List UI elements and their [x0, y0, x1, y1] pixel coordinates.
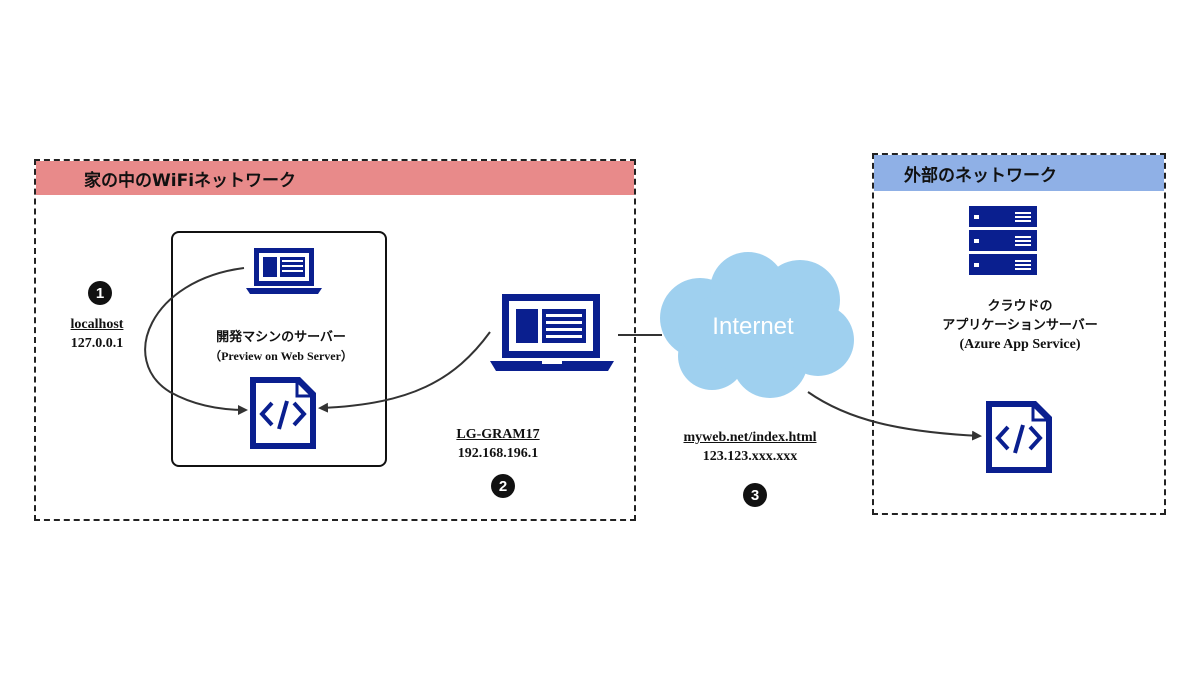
lan-pc-host: LG-GRAM17 [456, 427, 540, 442]
home-network-header: 家の中のWiFiネットワーク [36, 161, 634, 195]
dev-server-detail: （Preview on Web Server） [209, 349, 353, 363]
lan-pc-label: LG-GRAM17 192.168.196.1 [428, 425, 568, 463]
dev-machine-box [171, 231, 387, 467]
step-2-marker: 2 [491, 474, 515, 498]
cloud-server-line1: クラウドの [987, 299, 1053, 314]
home-network-title: 家の中のWiFiネットワーク [84, 170, 297, 191]
external-network-zone: 外部のネットワーク [872, 153, 1166, 515]
server-icon [969, 206, 1037, 275]
internet-arrow [807, 391, 982, 441]
internet-label: Internet [712, 313, 794, 340]
cloud-server-label: クラウドの アプリケーションサーバー (Azure App Service) [900, 297, 1140, 354]
laptop-icon [246, 248, 322, 294]
laptop-icon [490, 294, 614, 371]
cloud-icon [660, 252, 854, 398]
cloud-server-line3: (Azure App Service) [959, 337, 1081, 352]
code-file-icon [986, 401, 1052, 473]
lan-pc-ip: 192.168.196.1 [457, 446, 539, 461]
code-file-icon [250, 377, 316, 449]
step-3-marker: 3 [743, 483, 767, 507]
dev-server-name: 開発マシンのサーバー [216, 330, 346, 345]
cloud-server-line2: アプリケーションサーバー [942, 318, 1098, 333]
external-network-title: 外部のネットワーク [904, 165, 1057, 186]
dev-server-label: 開発マシンのサーバー （Preview on Web Server） [181, 328, 381, 366]
internet-url: myweb.net/index.html [683, 430, 817, 445]
localhost-arrow [144, 267, 248, 415]
lan-arrow [318, 331, 491, 413]
localhost-host: localhost [70, 317, 124, 332]
step-1-marker: 1 [88, 281, 112, 305]
internet-ip: 123.123.xxx.xxx [702, 449, 798, 464]
internet-url-label: myweb.net/index.html 123.123.xxx.xxx [660, 428, 840, 466]
external-network-header: 外部のネットワーク [874, 155, 1164, 191]
localhost-ip: 127.0.0.1 [70, 336, 124, 351]
home-network-zone: 家の中のWiFiネットワーク [34, 159, 636, 521]
localhost-label: localhost 127.0.0.1 [52, 315, 142, 353]
